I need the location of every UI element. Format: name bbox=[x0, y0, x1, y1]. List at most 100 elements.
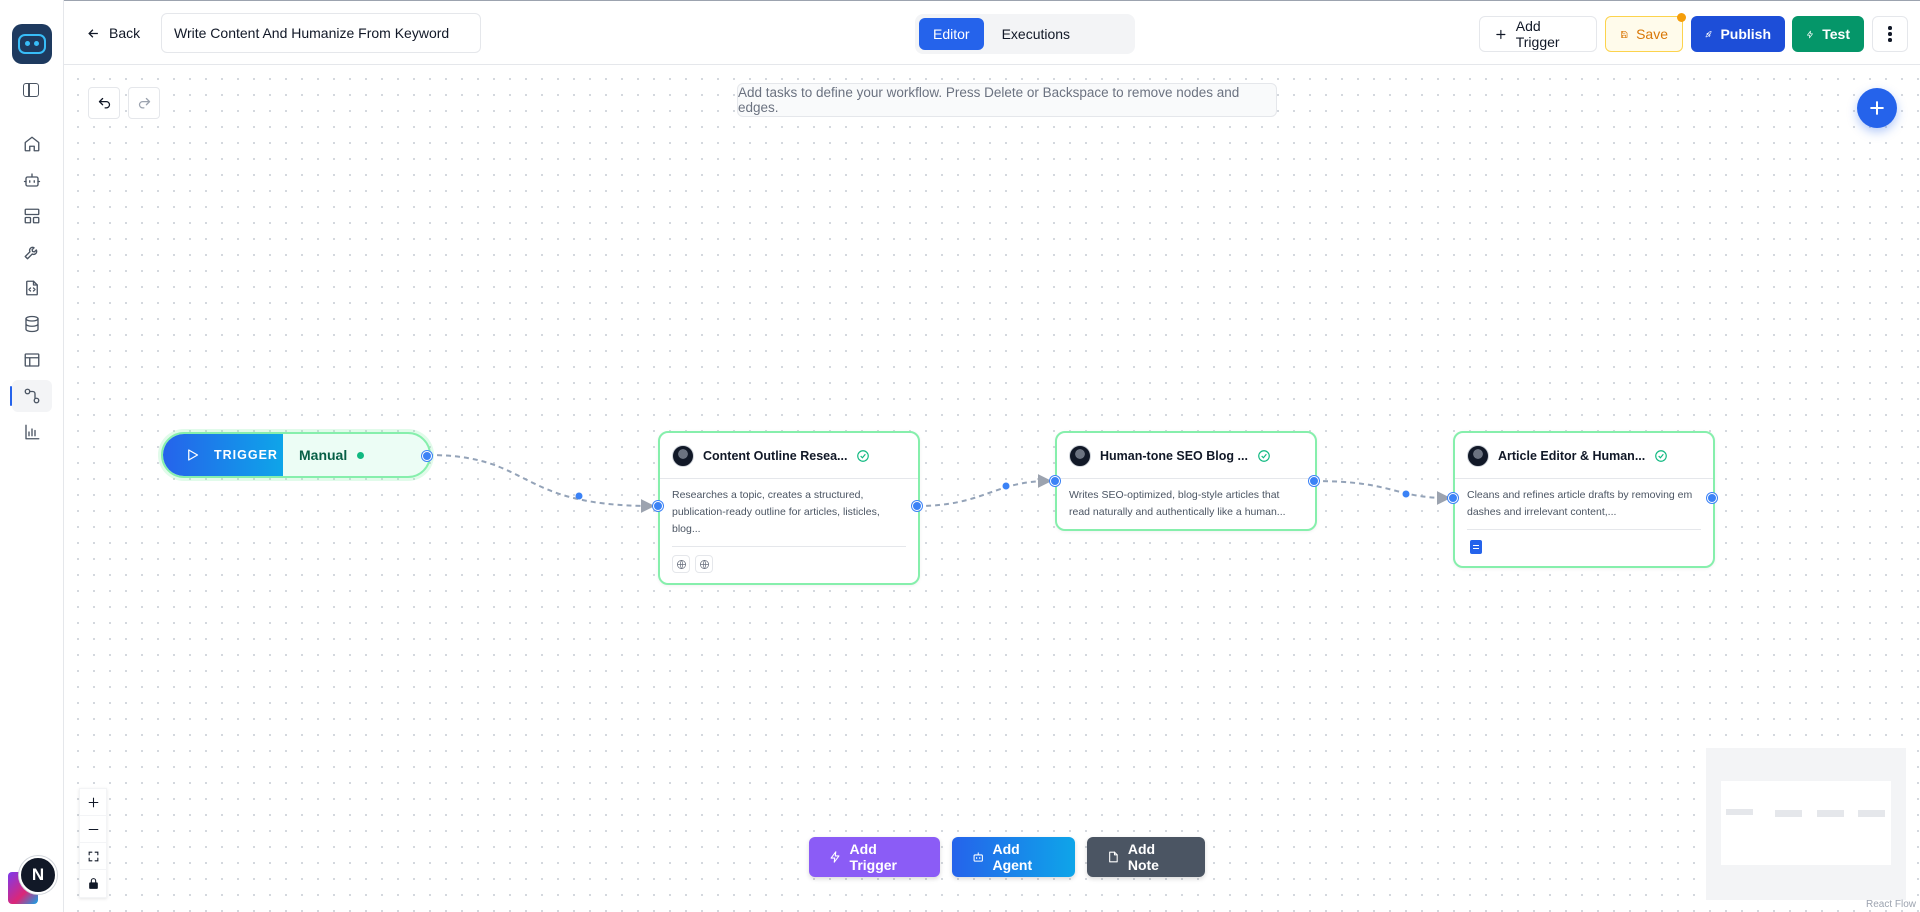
add-node-fab[interactable] bbox=[1857, 88, 1897, 128]
agent-node-description: Researches a topic, creates a structured… bbox=[672, 489, 880, 535]
zoom-out-button[interactable] bbox=[80, 816, 106, 843]
test-button[interactable]: Test bbox=[1792, 16, 1864, 52]
edge-seo-to-editor bbox=[1313, 480, 1451, 505]
trigger-badge-label: TRIGGER bbox=[214, 448, 278, 462]
agent-node-title: Content Outline Resea... bbox=[703, 448, 848, 463]
publish-label: Publish bbox=[1720, 26, 1771, 42]
plus-icon bbox=[1870, 101, 1884, 115]
minimap-node bbox=[1726, 809, 1753, 815]
react-flow-attribution[interactable]: React Flow bbox=[1865, 899, 1916, 910]
wrench-icon bbox=[24, 246, 38, 260]
back-button[interactable]: Back bbox=[86, 21, 140, 45]
note-icon bbox=[1109, 851, 1118, 863]
unsaved-indicator bbox=[1677, 13, 1686, 22]
sidebar-item-agents[interactable] bbox=[12, 164, 52, 196]
document-icon[interactable] bbox=[1467, 538, 1485, 556]
maximize-icon bbox=[88, 851, 98, 861]
database-icon bbox=[25, 315, 39, 333]
agent-node-description: Writes SEO-optimized, blog-style article… bbox=[1069, 489, 1286, 518]
add-agent-button[interactable]: Add Agent bbox=[952, 837, 1075, 877]
minimap-node bbox=[1775, 810, 1802, 817]
table-icon bbox=[24, 353, 40, 367]
add-trigger-button[interactable]: Add Trigger bbox=[1479, 16, 1597, 52]
agent-node-article-editor[interactable]: Article Editor & Human... Cleans and ref… bbox=[1453, 431, 1715, 568]
agent-node-header: Human-tone SEO Blog ... bbox=[1057, 433, 1315, 479]
add-note-button[interactable]: Add Note bbox=[1087, 837, 1205, 877]
agent-1-output-handle[interactable] bbox=[912, 501, 922, 511]
sidebar-item-files[interactable] bbox=[12, 272, 52, 304]
bot-icon bbox=[23, 173, 41, 187]
bar-chart-icon bbox=[25, 424, 40, 440]
agent-2-output-handle[interactable] bbox=[1309, 476, 1319, 486]
tab-executions[interactable]: Executions bbox=[1001, 26, 1071, 42]
redo-button[interactable] bbox=[128, 87, 160, 119]
agent-node-tools bbox=[1467, 529, 1701, 566]
publish-button[interactable]: Publish bbox=[1691, 16, 1785, 52]
edge-trigger-to-outline bbox=[427, 454, 655, 513]
agent-avatar bbox=[1467, 444, 1489, 467]
home-icon bbox=[24, 136, 40, 152]
agent-node-header: Article Editor & Human... bbox=[1455, 433, 1713, 479]
more-options-button[interactable] bbox=[1872, 16, 1908, 52]
tab-editor[interactable]: Editor bbox=[919, 18, 984, 50]
save-button[interactable]: Save bbox=[1605, 13, 1686, 52]
agent-node-tools bbox=[672, 546, 906, 583]
undo-button[interactable] bbox=[88, 87, 120, 119]
minimap[interactable] bbox=[1706, 748, 1906, 900]
app-logo[interactable] bbox=[12, 24, 52, 64]
view-tabs: Editor Executions bbox=[915, 14, 1135, 54]
agent-avatar bbox=[1069, 444, 1091, 467]
fit-view-button[interactable] bbox=[80, 843, 106, 870]
sidebar-item-analytics[interactable] bbox=[12, 416, 52, 448]
check-circle-icon bbox=[1257, 449, 1271, 463]
agent-3-output-handle[interactable] bbox=[1707, 493, 1717, 503]
robot-face-icon bbox=[18, 34, 46, 54]
globe-icon[interactable] bbox=[695, 555, 713, 573]
sidebar-item-database[interactable] bbox=[12, 308, 52, 340]
layout-icon bbox=[24, 208, 40, 224]
add-trigger-bottom-button[interactable]: Add Trigger bbox=[809, 837, 940, 877]
edge-outline-to-seo bbox=[916, 474, 1052, 507]
trigger-type-label: Manual bbox=[299, 447, 348, 463]
user-avatar[interactable]: N bbox=[19, 856, 57, 894]
agent-2-input-handle[interactable] bbox=[1050, 476, 1060, 486]
sidebar-item-templates[interactable] bbox=[12, 200, 52, 232]
zap-icon bbox=[830, 851, 840, 863]
minimap-node bbox=[1817, 810, 1844, 817]
agent-node-seo-blog[interactable]: Human-tone SEO Blog ... Writes SEO-optim… bbox=[1055, 431, 1317, 531]
file-code-icon bbox=[26, 280, 38, 296]
agent-node-content-outline[interactable]: Content Outline Resea... Researches a to… bbox=[658, 431, 920, 585]
zoom-in-button[interactable] bbox=[80, 789, 106, 816]
zap-icon bbox=[1807, 30, 1813, 38]
minus-icon bbox=[88, 828, 98, 830]
sidebar-item-workflows[interactable] bbox=[10, 380, 52, 412]
workflow-canvas[interactable]: Add tasks to define your workflow. Press… bbox=[64, 65, 1920, 912]
agent-avatar bbox=[672, 444, 694, 467]
sidebar-item-tables[interactable] bbox=[12, 344, 52, 376]
agent-node-title: Human-tone SEO Blog ... bbox=[1100, 448, 1248, 463]
sidebar-toggle-icon[interactable] bbox=[23, 83, 39, 97]
trigger-badge: TRIGGER bbox=[163, 434, 283, 476]
agent-1-input-handle[interactable] bbox=[653, 501, 663, 511]
minimap-node bbox=[1858, 810, 1885, 817]
sidebar-item-tools[interactable] bbox=[12, 236, 52, 268]
workflow-title-input[interactable] bbox=[161, 13, 481, 53]
agent-node-description: Cleans and refines article drafts by rem… bbox=[1467, 489, 1693, 518]
top-bar: Back Editor Executions Add Trigger Save … bbox=[64, 0, 1920, 65]
agent-3-input-handle[interactable] bbox=[1448, 493, 1458, 503]
plus-icon bbox=[1496, 29, 1506, 39]
trigger-output-handle[interactable] bbox=[422, 451, 432, 461]
check-circle-icon bbox=[1654, 449, 1668, 463]
lock-button[interactable] bbox=[80, 870, 106, 897]
agent-node-title: Article Editor & Human... bbox=[1498, 448, 1646, 463]
check-circle-icon bbox=[856, 449, 870, 463]
globe-icon[interactable] bbox=[672, 555, 690, 573]
back-label: Back bbox=[109, 25, 141, 41]
sidebar-item-home[interactable] bbox=[12, 128, 52, 160]
trigger-status-dot bbox=[357, 451, 365, 459]
play-icon bbox=[188, 449, 199, 461]
trigger-node[interactable]: TRIGGER Manual bbox=[161, 432, 431, 478]
redo-icon bbox=[138, 97, 150, 108]
agent-node-header: Content Outline Resea... bbox=[660, 433, 918, 479]
save-label: Save bbox=[1636, 26, 1668, 42]
